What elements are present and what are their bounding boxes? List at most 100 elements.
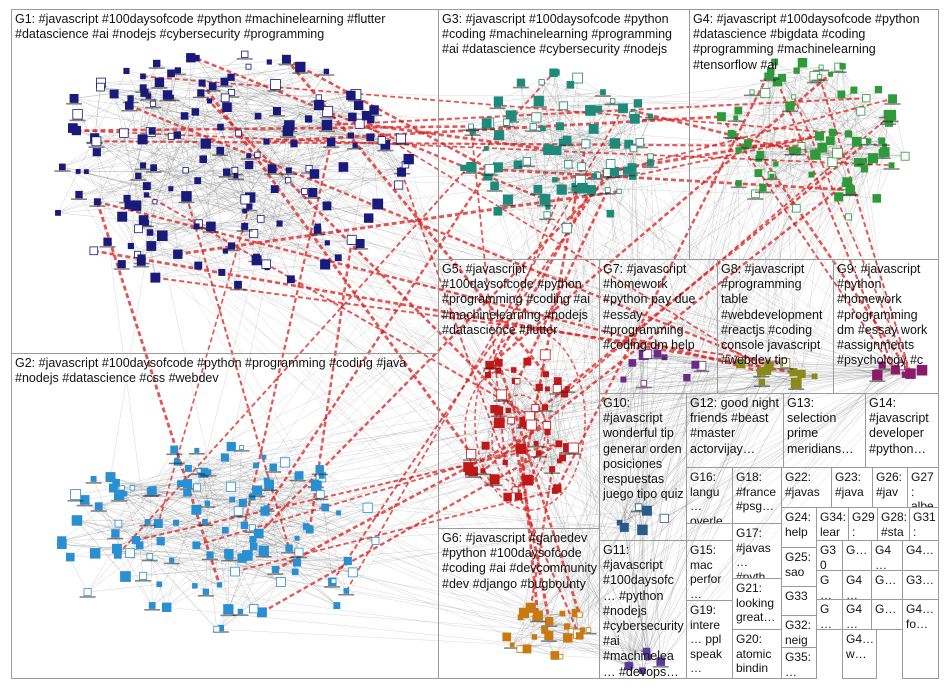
node [347,567,358,578]
group-g26-box[interactable]: G26: #jav… [872,467,908,508]
group-g12-box[interactable]: G12: good night friends #beast #master a… [686,393,784,468]
group-g38-box[interactable]: G4… [902,540,939,571]
edge-intra [506,636,568,639]
group-g16-box[interactable]: G16: langu… overle… speak… [686,467,733,524]
group-g17-box[interactable]: G17: #javas… #pyth… [732,523,782,579]
group-g47-box[interactable]: G… [871,599,903,630]
node [839,63,846,70]
group-g15-box[interactable]: G15: mac perfor… batter… [686,540,733,601]
edge-inter [196,510,647,546]
group-g44-box[interactable]: G4… [842,599,872,630]
edge-inter [646,377,688,511]
edge-inter [647,370,895,658]
edge-intra [220,475,322,629]
group-g22-box[interactable]: G22: #javas… [781,467,832,508]
edge-inter [529,353,648,417]
edge-intra [253,537,298,548]
node [535,450,542,456]
group-g43-box[interactable]: G… [816,599,843,630]
edge-bundle [759,153,912,375]
group-g36-box[interactable]: G… [842,540,872,571]
group-g41-box[interactable]: G… [871,570,903,600]
edge-intra [220,127,246,200]
node-label-mark [540,640,557,642]
node-label-mark [744,94,760,97]
group-g32-box[interactable]: G32: neig… [781,615,817,648]
node [324,240,330,246]
group-g18-box[interactable]: G18: #france #psg… [732,467,782,524]
group-g27-label: G27: albe… [911,470,934,508]
edge-inter [321,475,513,645]
group-g8-box[interactable]: G8: #javascript #programming table #webd… [717,259,834,394]
edge-intra [76,93,115,131]
node-label-mark [856,163,873,166]
group-g25-box[interactable]: G25: sao… [781,547,817,587]
edge-inter [575,365,770,614]
edge-intra [224,81,290,126]
group-g6-box[interactable]: G6: #javascript #gamedev #python #100day… [438,528,600,679]
group-g40-box[interactable]: G4… [842,570,872,600]
node [127,242,134,250]
group-g39-label: G… [820,573,832,600]
group-g14-box[interactable]: G14: #javascript developer #python… [865,393,939,468]
node [772,76,783,87]
group-g28-box[interactable]: G28: #sta… [877,507,910,541]
node [872,369,883,381]
group-g11-box[interactable]: G11: #javascript #100daysofc… #python #n… [599,540,687,679]
group-g3-box[interactable]: G3: #javascript #100daysofcode #python #… [438,9,690,260]
edge-inter [646,376,815,511]
group-g27-box[interactable]: G27: albe… [907,467,939,508]
edge-intra [542,72,557,129]
group-g45-box[interactable]: G4… w… [842,629,877,679]
group-g13-box[interactable]: G13: selection prime meridians… [783,393,866,468]
node-label-mark [528,445,545,448]
edge-inter [548,362,633,622]
edge-inter [629,110,739,666]
edge-inter [624,354,645,528]
group-g4-box[interactable]: G4: #javascript #100daysofcode #python #… [689,9,939,260]
edge-inter [624,371,794,528]
group-g31-box[interactable]: G31: #re… [909,507,939,541]
node [285,544,293,552]
group-g24-box[interactable]: G24: help… lear… [781,507,817,548]
group-g19-box[interactable]: G19: intere… ppl speak… [686,600,733,679]
group-g21-box[interactable]: G21: looking great… [732,578,782,630]
node [890,366,899,375]
group-g30-box[interactable]: G30 [816,540,843,571]
group-g33-box[interactable]: G33 [781,586,817,616]
node [194,261,203,270]
edge-inter [196,365,770,546]
edge-intra [514,380,536,409]
edge-intra [100,86,168,96]
group-g35-box[interactable]: G35: … [781,647,817,679]
edge-bundle [243,141,333,526]
edge-bundle [265,168,491,509]
group-g37-box[interactable]: G4… [871,540,903,571]
group-g34-box[interactable]: G34: lear… [816,507,849,541]
group-g39-box[interactable]: G… [816,570,843,600]
group-g5-box[interactable]: G5: #javascript #100daysofcode #python #… [438,259,600,529]
edge-inter [338,164,892,514]
edge-intra [150,491,243,504]
edge-inter [520,373,911,618]
group-g23-box[interactable]: G23: #java… [831,467,873,508]
group-g9-box[interactable]: G9: #javascript #python #homework #progr… [833,259,939,394]
edge-intra [815,145,885,155]
group-g29-box[interactable]: G29: gre… [848,507,878,541]
edge-inter [96,152,151,557]
edge-inter [546,425,639,508]
node-label-mark [841,193,858,196]
edge-intra [152,118,309,132]
group-g10-box[interactable]: G10: #javascript wonderful tip generar o… [599,393,687,541]
node [764,361,774,371]
group-g2-box[interactable]: G2: #javascript #100daysofcode #python #… [11,353,439,679]
group-g46-box[interactable]: G4… fo… [902,599,939,679]
group-g7-box[interactable]: G7: #javascript #homework #python pay du… [599,259,718,394]
node [507,416,515,425]
group-g1-box[interactable]: G1: #javascript #100daysofcode #python #… [11,9,439,354]
node [832,147,843,159]
group-g20-box[interactable]: G20: atomic bindin… [732,629,782,679]
edge-intra [119,494,233,500]
group-g42-box[interactable]: G3… [902,570,939,600]
edge-inter [73,98,649,658]
